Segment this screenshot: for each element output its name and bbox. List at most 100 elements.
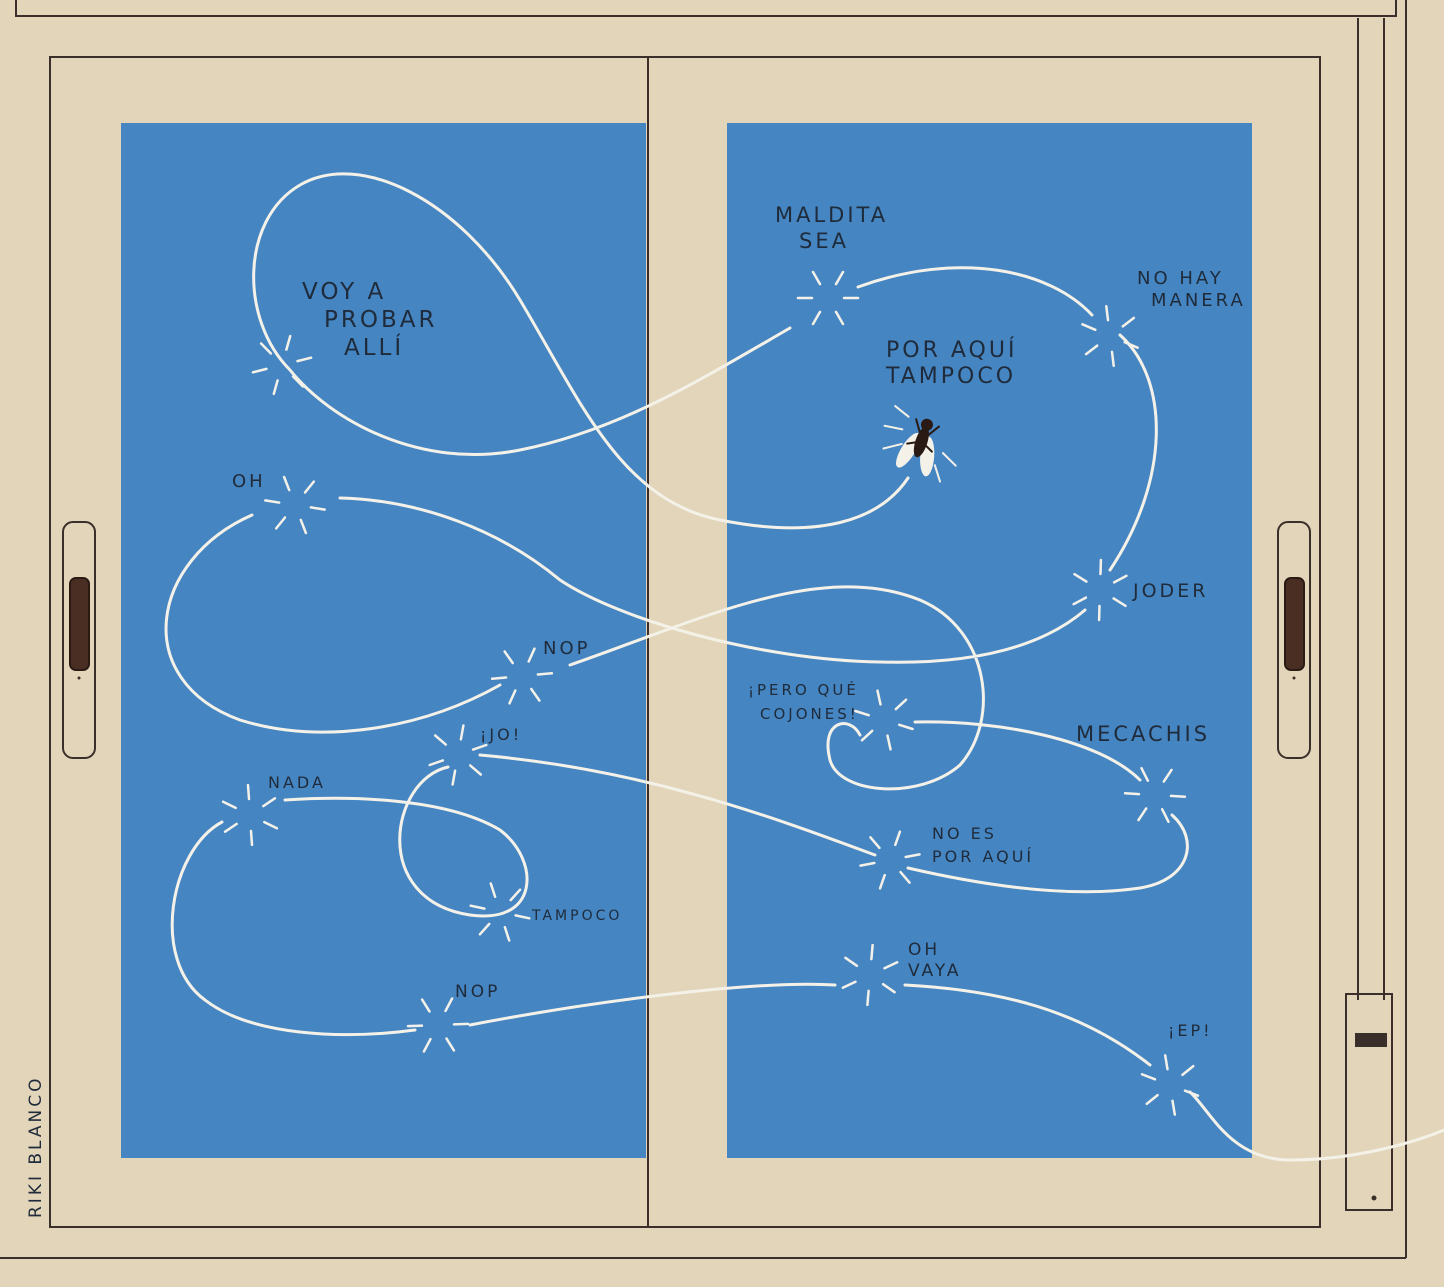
exclamation-line: ¡EP! — [1168, 1021, 1213, 1040]
exclamation-line: MECACHIS — [1076, 722, 1210, 746]
burst-stroke — [478, 922, 491, 936]
exclamation-label: TAMPOCO — [531, 908, 622, 924]
burst-stroke — [876, 689, 882, 706]
burst-stroke — [883, 961, 899, 970]
burst-stroke — [1183, 1089, 1200, 1097]
burst-stroke — [1145, 1093, 1159, 1106]
burst-stroke — [1072, 596, 1088, 606]
burst-stroke — [866, 989, 870, 1007]
exclamation-line: SEA — [799, 229, 849, 253]
burst-stroke — [1162, 768, 1173, 783]
exclamation-label: ¡EP! — [1168, 1021, 1213, 1040]
burst-stroke — [508, 689, 517, 705]
exclamation-line: ALLÍ — [344, 333, 404, 361]
window-handle-icon — [62, 521, 96, 759]
burst-stroke — [886, 734, 892, 751]
fly-icon — [882, 405, 957, 483]
fly-flight-path — [164, 172, 1444, 1162]
burst-stroke — [264, 499, 281, 504]
bump-burst-icon — [264, 475, 326, 535]
burst-stroke — [452, 1022, 470, 1026]
bump-burst-icon — [859, 830, 921, 890]
burst-stroke — [536, 671, 554, 676]
burst-stroke — [444, 997, 454, 1013]
burst-stroke — [1123, 340, 1139, 349]
exclamation-label: OH — [232, 471, 266, 492]
exclamation-line: OH — [908, 940, 940, 960]
burst-stroke — [1169, 794, 1187, 799]
burst-stroke — [1140, 766, 1150, 782]
burst-stroke — [262, 797, 277, 808]
burst-stroke — [859, 861, 876, 867]
burst-stroke — [514, 914, 531, 920]
burst-stroke — [249, 829, 254, 847]
burst-stroke — [899, 870, 911, 884]
burst-stroke — [1171, 1099, 1177, 1116]
burst-stroke — [530, 687, 541, 702]
burst-stroke — [445, 1037, 456, 1052]
burst-stroke — [274, 516, 287, 530]
exclamation-label: NOP — [455, 982, 500, 1002]
window-handle-icon — [1277, 521, 1311, 759]
burst-stroke — [1110, 350, 1115, 368]
burst-stroke — [451, 769, 457, 786]
exclamation-label: ¡PERO QUÉ COJONES! — [748, 680, 859, 723]
burst-stroke — [811, 270, 822, 286]
bump-bursts — [221, 270, 1200, 1116]
bump-burst-icon — [841, 943, 899, 1007]
burst-stroke — [296, 356, 313, 363]
burst-stroke — [503, 650, 514, 665]
exclamation-line: OH — [232, 471, 266, 492]
burst-stroke — [221, 800, 237, 810]
burst-stroke — [834, 270, 845, 286]
burst-stroke — [854, 709, 870, 717]
bump-burst-icon — [221, 783, 279, 847]
burst-stroke — [841, 980, 857, 989]
burst-stroke — [1163, 1054, 1169, 1071]
bump-burst-icon — [1072, 558, 1128, 622]
burst-stroke — [489, 882, 497, 899]
exclamation-line: JODER — [1132, 580, 1208, 602]
side-rail — [1345, 0, 1407, 1258]
burst-stroke — [878, 873, 886, 890]
burst-stroke — [1084, 344, 1099, 356]
exclamation-line: PROBAR — [324, 307, 437, 333]
exclamation-line: TAMPOCO — [885, 364, 1016, 389]
burst-stroke — [860, 729, 874, 742]
burst-stroke — [468, 764, 483, 776]
exclamation-line: NO HAY — [1137, 268, 1224, 289]
burst-stroke — [844, 956, 859, 968]
burst-stroke — [1112, 574, 1128, 584]
exclamation-line: VOY A — [302, 279, 386, 305]
burst-stroke — [811, 310, 822, 326]
exclamation-line: POR AQUÍ — [932, 847, 1034, 866]
burst-stroke — [285, 334, 292, 351]
bump-burst-icon — [469, 882, 531, 942]
burst-stroke — [881, 982, 896, 994]
exclamation-line: COJONES! — [760, 705, 859, 723]
bump-burst-icon — [796, 270, 860, 326]
burst-stroke — [469, 904, 486, 910]
exclamation-line: MANERA — [1151, 290, 1246, 311]
burst-stroke — [1112, 597, 1127, 608]
burst-stroke — [904, 853, 921, 859]
burst-stroke — [1105, 304, 1110, 322]
exclamation-line: NOP — [455, 982, 500, 1002]
burst-stroke — [1123, 791, 1141, 796]
exclamation-line: NOP — [543, 638, 591, 659]
burst-stroke — [503, 925, 511, 942]
burst-stroke — [303, 480, 316, 494]
exclamation-line: POR AQUÍ — [886, 337, 1017, 363]
exclamation-line: NO ES — [932, 824, 997, 843]
burst-stroke — [282, 475, 291, 492]
burst-stroke — [898, 723, 914, 731]
exclamation-line: ¡PERO QUÉ — [748, 680, 859, 699]
exclamation-line: VAYA — [908, 961, 962, 981]
exclamation-label: NADA — [268, 773, 326, 792]
exclamation-line: ¡JO! — [480, 725, 522, 744]
